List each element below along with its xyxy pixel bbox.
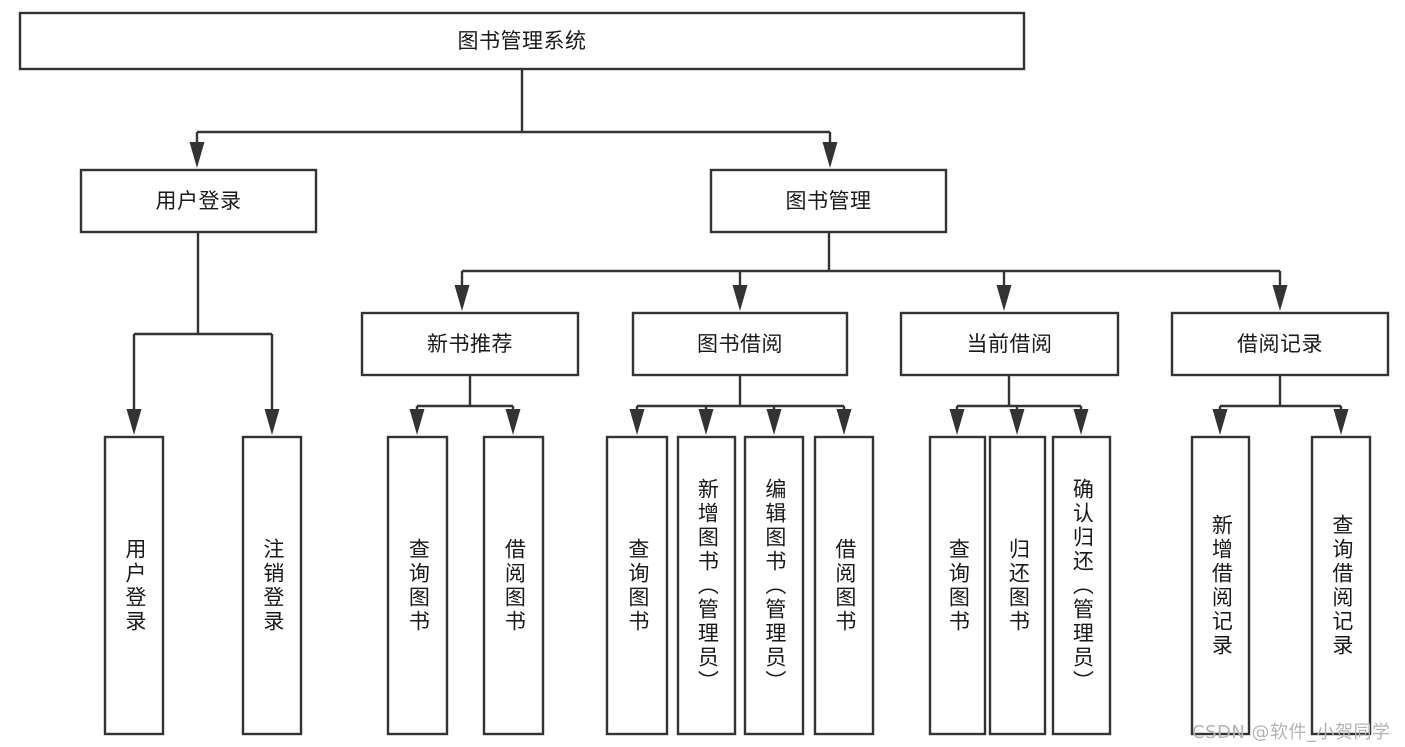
root-arrow-0 (189, 142, 205, 168)
node-box-leaf-edit-book[interactable] (743, 435, 805, 736)
node-box-book-manage[interactable] (709, 168, 948, 234)
node-box-current-borrow[interactable] (899, 311, 1120, 377)
book-manage-arrow-0 (454, 285, 470, 311)
node-box-leaf-query-book-borrow[interactable] (605, 435, 669, 736)
node-box-leaf-confirm-return[interactable] (1051, 435, 1112, 736)
csdn-watermark: CSDN @软件_小贺同学 (1192, 722, 1391, 743)
node-box-leaf-query-book-rec[interactable] (386, 435, 449, 736)
leaf-arrow-11 (1212, 409, 1228, 435)
leaf-arrow-1 (264, 409, 280, 435)
book-manage-arrow-2 (996, 285, 1012, 311)
book-manage-arrow-3 (1272, 285, 1288, 311)
leaf-arrow-4 (629, 409, 645, 435)
node-box-leaf-borrow-book[interactable] (813, 435, 875, 736)
leaf-arrow-9 (1009, 409, 1025, 435)
leaf-arrow-2 (409, 409, 425, 435)
leaf-arrow-12 (1333, 409, 1349, 435)
box-layer (18, 11, 1390, 736)
node-box-new-book-recommend[interactable] (360, 311, 580, 377)
node-box-user-login[interactable] (79, 168, 318, 234)
leaf-arrow-7 (836, 409, 852, 435)
leaf-arrow-0 (126, 409, 142, 435)
connector-layer (126, 69, 1349, 435)
node-box-leaf-query-book-current[interactable] (928, 435, 987, 736)
leaf-arrow-6 (766, 409, 782, 435)
book-manage-arrow-1 (732, 285, 748, 311)
leaf-arrow-5 (698, 409, 714, 435)
node-box-root[interactable] (18, 11, 1026, 71)
node-box-leaf-add-record[interactable] (1190, 435, 1251, 736)
root-arrow-1 (822, 142, 838, 168)
leaf-arrow-8 (949, 409, 965, 435)
node-box-leaf-logout[interactable] (241, 435, 303, 736)
node-box-leaf-add-book[interactable] (676, 435, 737, 736)
node-box-leaf-return-book[interactable] (988, 435, 1047, 736)
node-box-borrow-record[interactable] (1170, 311, 1390, 377)
node-box-book-borrow[interactable] (631, 311, 849, 377)
node-box-leaf-user-login[interactable] (103, 435, 165, 736)
leaf-arrow-10 (1073, 409, 1089, 435)
node-box-leaf-query-record[interactable] (1310, 435, 1372, 736)
node-box-leaf-borrow-book-rec[interactable] (482, 435, 545, 736)
leaf-arrow-3 (505, 409, 521, 435)
